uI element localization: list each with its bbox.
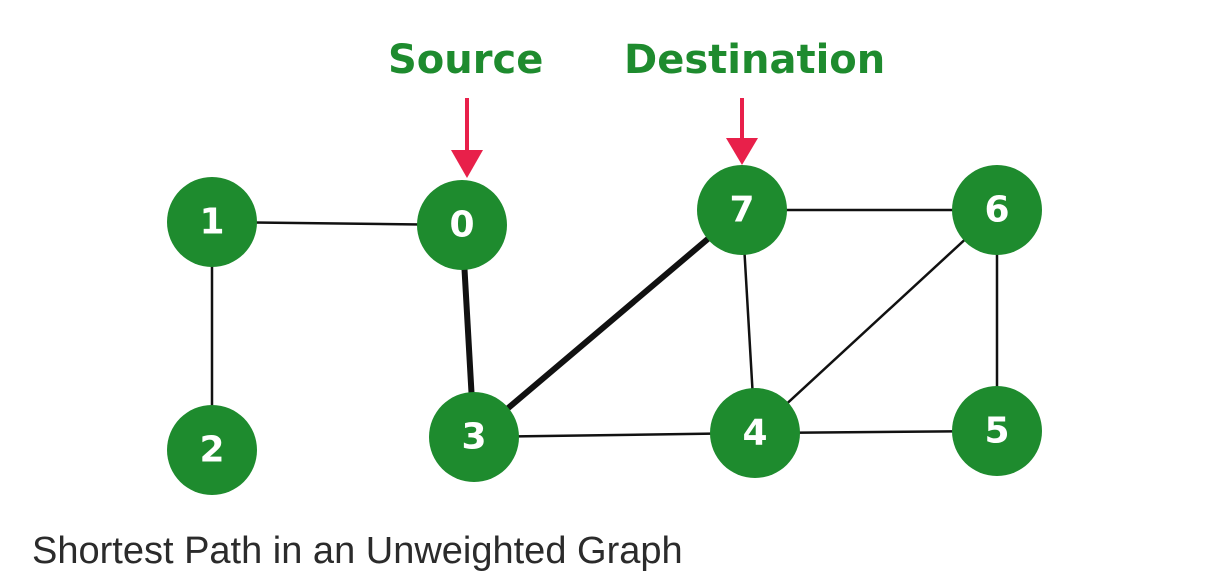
nodes-layer: 0 1 2 3 4 5 6 7 [167, 165, 1042, 495]
node-2: 2 [167, 405, 257, 495]
node-circle-7 [697, 165, 787, 255]
node-4: 4 [710, 388, 800, 478]
node-circle-5 [952, 386, 1042, 476]
edge-6-4 [753, 208, 999, 435]
node-3: 3 [429, 392, 519, 482]
node-circle-6 [952, 165, 1042, 255]
caption: Shortest Path in an Unweighted Graph [32, 530, 683, 572]
destination-arrow-head [726, 138, 758, 165]
node-label-1: 1 [199, 202, 224, 243]
node-0: 0 [417, 180, 507, 270]
node-label-3: 3 [461, 417, 486, 458]
node-label-4: 4 [742, 413, 767, 454]
source-label: Source [388, 37, 544, 83]
node-circle-2 [167, 405, 257, 495]
node-7: 7 [697, 165, 787, 255]
arrows-layer [451, 98, 758, 178]
node-label-2: 2 [199, 430, 224, 471]
edge-3-7-highlighted [471, 207, 745, 440]
edges-layer [210, 207, 999, 452]
destination-label: Destination [624, 37, 886, 83]
edge-3-4 [472, 431, 757, 439]
node-circle-3 [429, 392, 519, 482]
node-label-6: 6 [984, 190, 1009, 231]
node-1: 1 [167, 177, 257, 267]
node-circle-1 [167, 177, 257, 267]
node-label-7: 7 [729, 190, 754, 231]
source-arrow-head [451, 150, 483, 178]
node-label-5: 5 [984, 411, 1009, 452]
node-circle-4 [710, 388, 800, 478]
node-6: 6 [952, 165, 1042, 255]
node-5: 5 [952, 386, 1042, 476]
node-label-0: 0 [449, 205, 474, 246]
node-circle-0 [417, 180, 507, 270]
